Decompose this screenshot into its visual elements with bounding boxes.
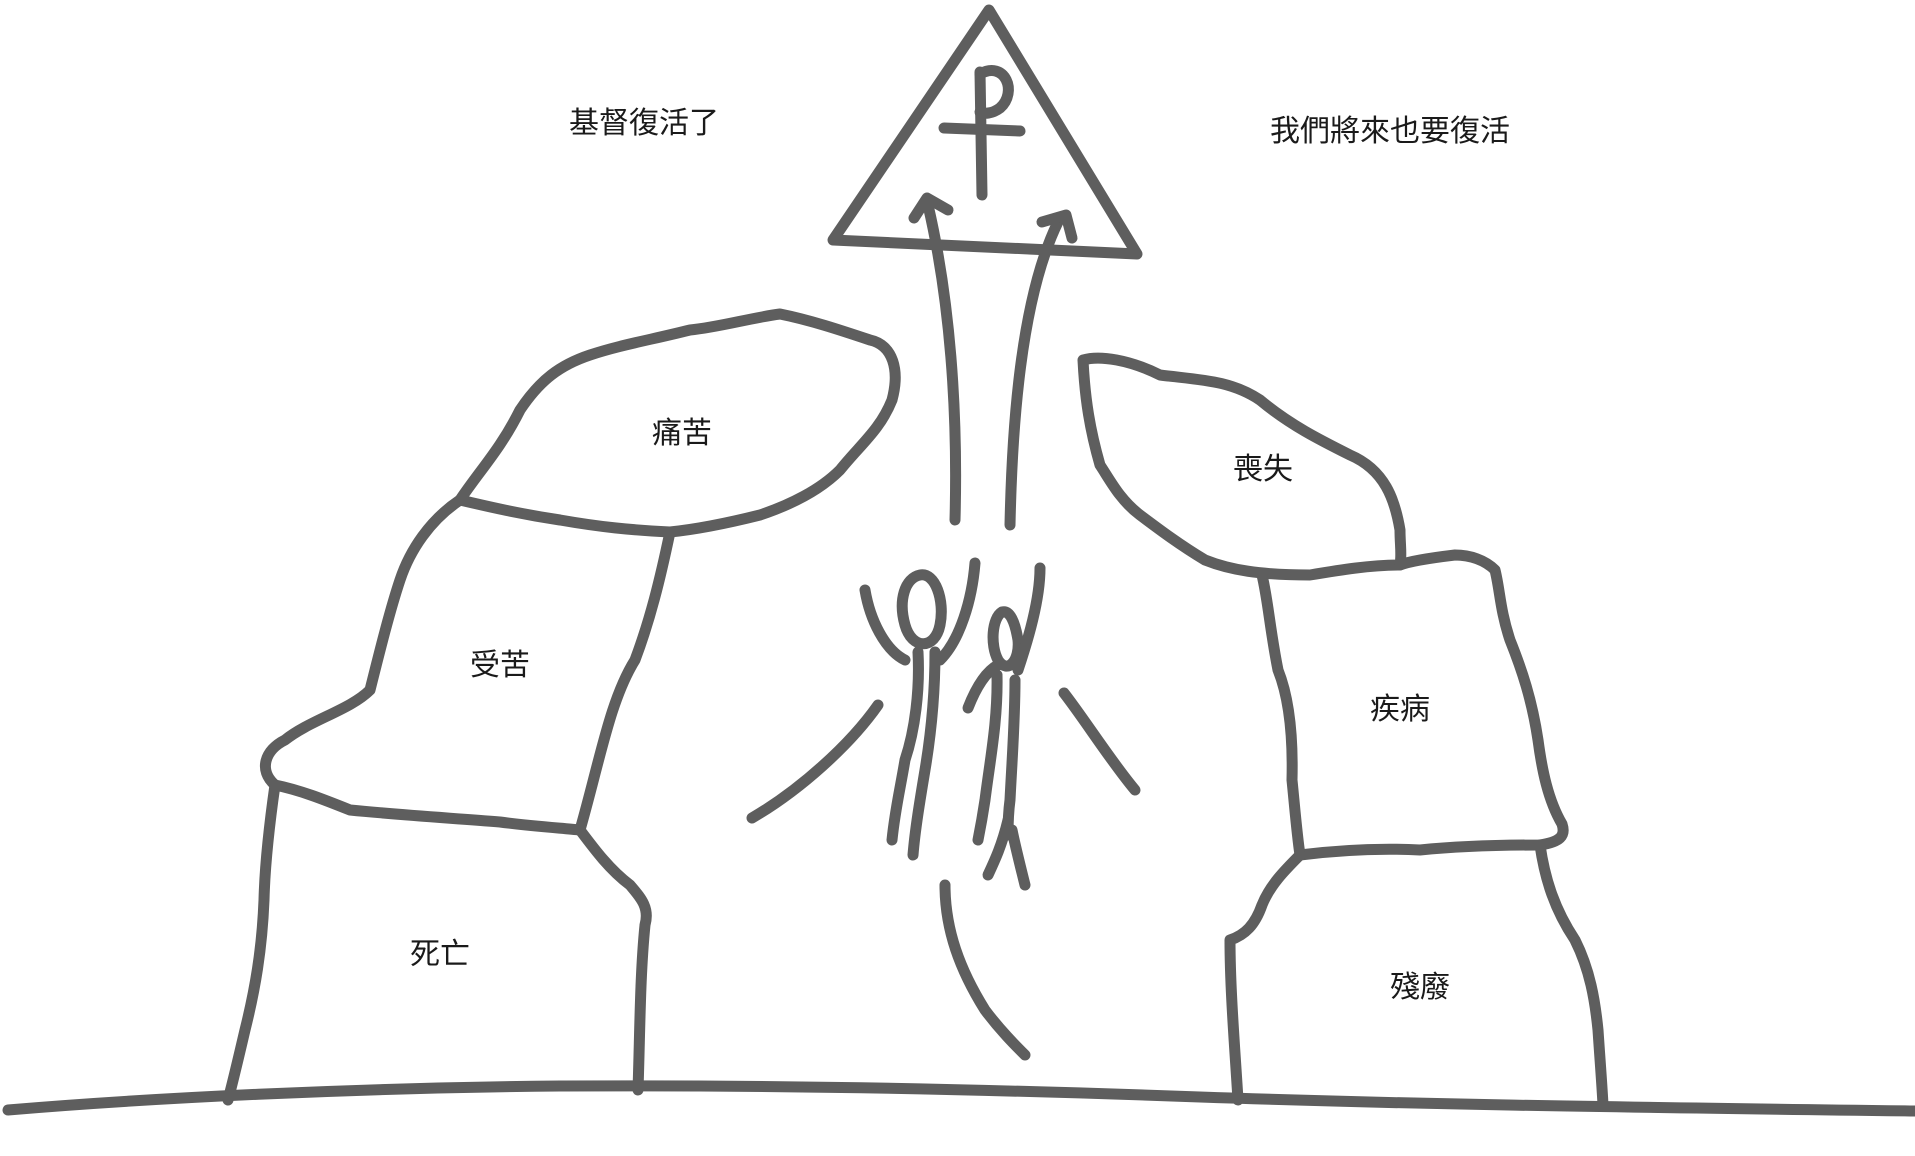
stone-label-left-top: 痛苦 <box>652 416 712 451</box>
stone-left-bottom <box>222 779 652 1106</box>
stone-right-middle <box>1256 549 1569 861</box>
stone-label-right-bottom: 殘廢 <box>1390 970 1450 1005</box>
stone-label-right-middle: 疾病 <box>1370 692 1430 727</box>
stone-label-left-middle: 受苦 <box>470 648 530 683</box>
chi-rho-icon <box>938 65 1026 201</box>
left-stones <box>222 308 901 1106</box>
light-rays <box>746 687 1141 1061</box>
upward-arrows <box>908 192 1078 531</box>
caption-we-will-rise: 我們將來也要復活 <box>1270 114 1510 149</box>
stone-label-right-top: 喪失 <box>1233 452 1293 487</box>
right-stones <box>1077 352 1609 1111</box>
raised-arms-figures-icon <box>859 557 1046 891</box>
stone-left-middle <box>260 494 676 836</box>
stone-left-top <box>454 308 901 538</box>
stone-right-bottom <box>1224 839 1609 1111</box>
triangle-sign <box>827 4 1143 260</box>
caption-christ-risen: 基督復活了 <box>569 106 719 141</box>
stone-label-left-bottom: 死亡 <box>410 937 470 972</box>
ground-line <box>2 1080 1915 1117</box>
